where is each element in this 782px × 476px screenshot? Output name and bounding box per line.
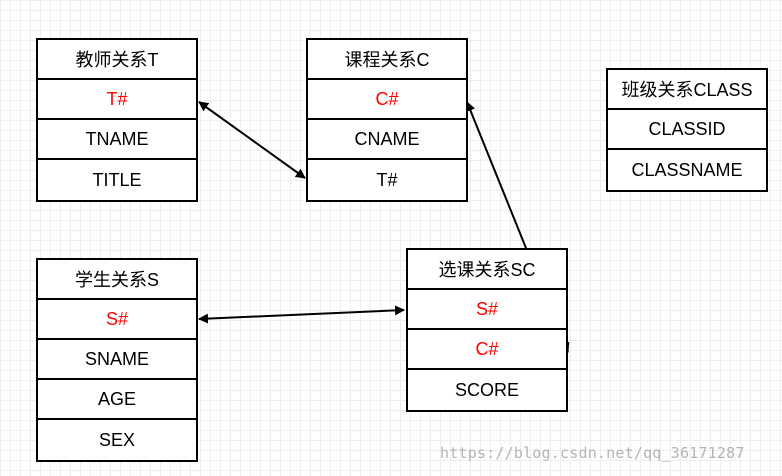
field: SCORE: [454, 379, 519, 400]
field-primary-key: C#: [308, 80, 466, 120]
field-primary-key: T#: [38, 80, 196, 120]
field: SEX: [98, 429, 136, 450]
field: CLASSNAME: [631, 159, 743, 180]
field: CNAME: [308, 120, 466, 160]
watermark-text: https://blog.csdn.net/qq_36171287: [440, 444, 745, 462]
field-primary-key: S#: [38, 300, 196, 340]
student-table: 学生关系S S# SNAME AGE SEX: [36, 258, 198, 462]
table-title: 选课关系SC: [408, 250, 566, 290]
field: AGE: [38, 380, 196, 420]
teacher-table: 教师关系T T# TNAME TITLE: [36, 38, 198, 202]
field: SNAME: [38, 340, 196, 380]
field: T#: [376, 169, 398, 190]
field: CLASSID: [608, 110, 766, 150]
arrow-teacher-course: [198, 101, 306, 179]
field: TNAME: [38, 120, 196, 160]
arrow-student-selection: [198, 305, 405, 324]
selection-table: 选课关系SC S# C# SCORE: [406, 248, 568, 412]
table-title: 班级关系CLASS: [608, 70, 766, 110]
field-foreign-key: S#: [408, 290, 566, 330]
class-table: 班级关系CLASS CLASSID CLASSNAME: [606, 68, 768, 192]
course-table: 课程关系C C# CNAME T#: [306, 38, 468, 202]
table-title: 学生关系S: [38, 260, 196, 300]
field: TITLE: [92, 169, 142, 190]
table-title: 课程关系C: [308, 40, 466, 80]
field-foreign-key: C#: [408, 330, 566, 370]
table-title: 教师关系T: [38, 40, 196, 80]
